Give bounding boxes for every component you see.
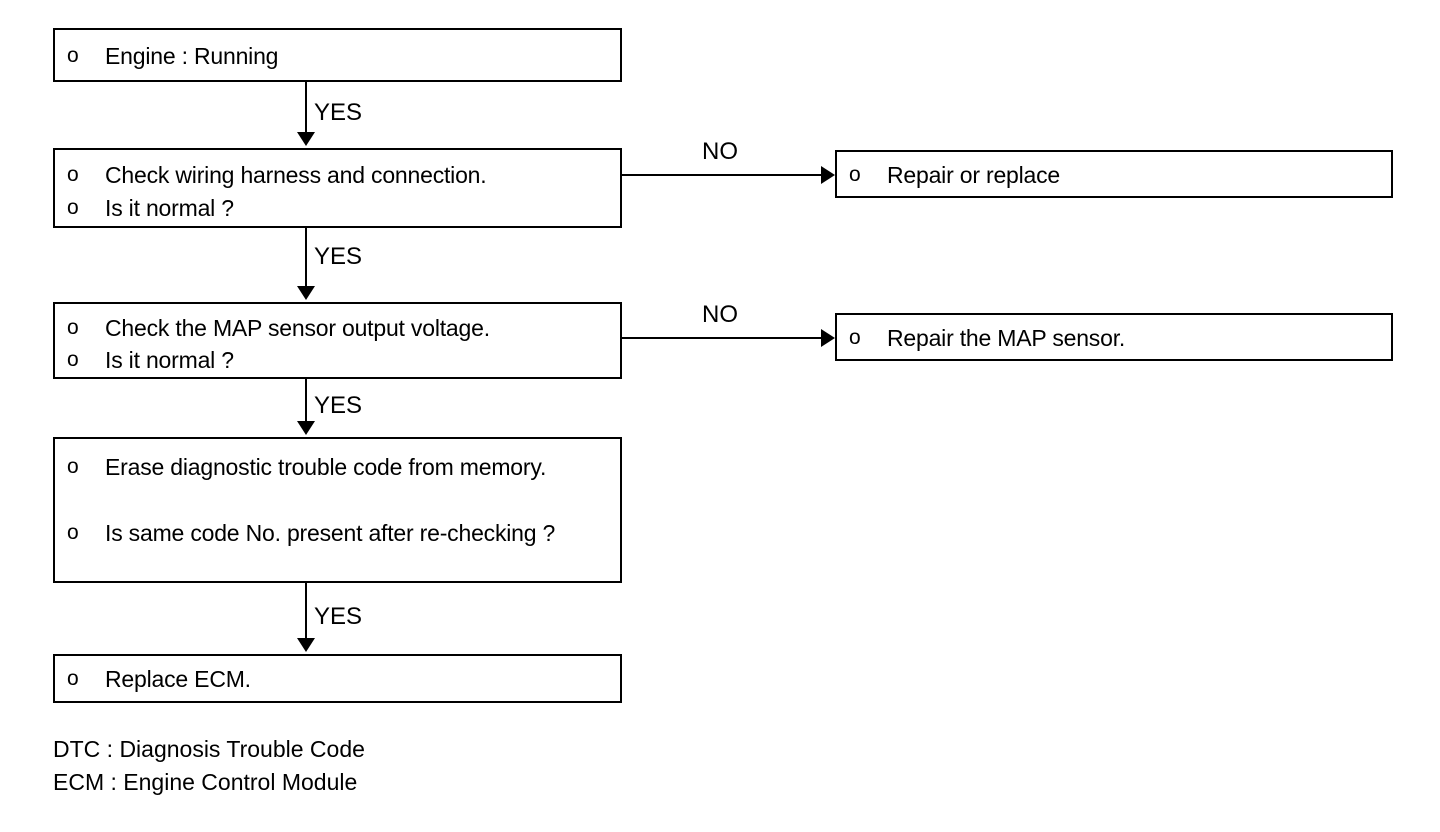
node-repair-or-replace-text-1: Repair or replace <box>887 162 1061 188</box>
node-engine-running-body: o Engine : Running <box>55 30 620 80</box>
bullet-glyph: o <box>67 163 79 186</box>
node-repair-or-replace[interactable]: o Repair or replace <box>835 150 1393 198</box>
node-check-map-sensor-voltage[interactable]: o Check the MAP sensor output voltage. o… <box>53 302 622 379</box>
edge-label-yes-2: YES <box>314 243 363 270</box>
connector-engine-to-harness <box>305 82 307 134</box>
bullet-glyph: o <box>67 316 79 339</box>
node-engine-running-text-1: Engine : Running <box>105 43 279 69</box>
edge-label-no-2: NO <box>702 301 738 328</box>
edge-label-yes-4: YES <box>314 603 363 630</box>
arrowhead-mapsensor-to-erase <box>297 421 315 435</box>
arrowhead-mapsensor-to-repair <box>821 329 835 347</box>
bullet-glyph: o <box>67 455 79 478</box>
arrowhead-erase-to-ecm <box>297 638 315 652</box>
bullet-glyph: o <box>67 44 79 67</box>
node-check-map-sensor-voltage-text-2: Is it normal ? <box>105 347 234 373</box>
node-repair-map-sensor-body: o Repair the MAP sensor. <box>837 315 1391 359</box>
connector-harness-to-mapsensor <box>305 228 307 288</box>
node-repair-map-sensor[interactable]: o Repair the MAP sensor. <box>835 313 1393 361</box>
edge-label-yes-3: YES <box>314 392 363 419</box>
node-check-map-sensor-voltage-body: o Check the MAP sensor output voltage. o… <box>55 304 620 377</box>
bullet-glyph: o <box>67 348 79 371</box>
node-replace-ecm-body: o Replace ECM. <box>55 656 620 701</box>
node-erase-trouble-code[interactable]: o Erase diagnostic trouble code from mem… <box>53 437 622 583</box>
node-check-wiring-harness-body: o Check wiring harness and connection. o… <box>55 150 620 226</box>
bullet-glyph: o <box>67 521 79 544</box>
edge-label-no-1: NO <box>702 138 738 165</box>
node-engine-running[interactable]: o Engine : Running <box>53 28 622 82</box>
connector-mapsensor-to-repair <box>621 337 824 339</box>
node-erase-trouble-code-text-2: Is same code No. present after re-checki… <box>105 520 556 546</box>
arrowhead-engine-to-harness <box>297 132 315 146</box>
arrowhead-harness-to-mapsensor <box>297 286 315 300</box>
bullet-glyph: o <box>849 326 861 349</box>
legend-dtc: DTC : Diagnosis Trouble Code <box>53 736 365 762</box>
edge-label-yes-1: YES <box>314 99 363 126</box>
arrowhead-harness-to-repair <box>821 166 835 184</box>
connector-erase-to-ecm <box>305 583 307 640</box>
bullet-glyph: o <box>849 163 861 186</box>
node-replace-ecm-text-1: Replace ECM. <box>105 666 251 692</box>
connector-harness-to-repair <box>621 174 824 176</box>
node-replace-ecm[interactable]: o Replace ECM. <box>53 654 622 703</box>
node-erase-trouble-code-body: o Erase diagnostic trouble code from mem… <box>55 439 620 581</box>
node-check-wiring-harness[interactable]: o Check wiring harness and connection. o… <box>53 148 622 228</box>
legend-ecm: ECM : Engine Control Module <box>53 769 358 795</box>
bullet-glyph: o <box>67 196 79 219</box>
node-erase-trouble-code-text-1: Erase diagnostic trouble code from memor… <box>105 454 547 480</box>
node-repair-map-sensor-text-1: Repair the MAP sensor. <box>887 325 1126 351</box>
node-check-map-sensor-voltage-text-1: Check the MAP sensor output voltage. <box>105 315 490 341</box>
bullet-glyph: o <box>67 667 79 690</box>
node-repair-or-replace-body: o Repair or replace <box>837 152 1391 196</box>
node-check-wiring-harness-text-2: Is it normal ? <box>105 195 234 221</box>
connector-mapsensor-to-erase <box>305 379 307 423</box>
node-check-wiring-harness-text-1: Check wiring harness and connection. <box>105 162 487 188</box>
